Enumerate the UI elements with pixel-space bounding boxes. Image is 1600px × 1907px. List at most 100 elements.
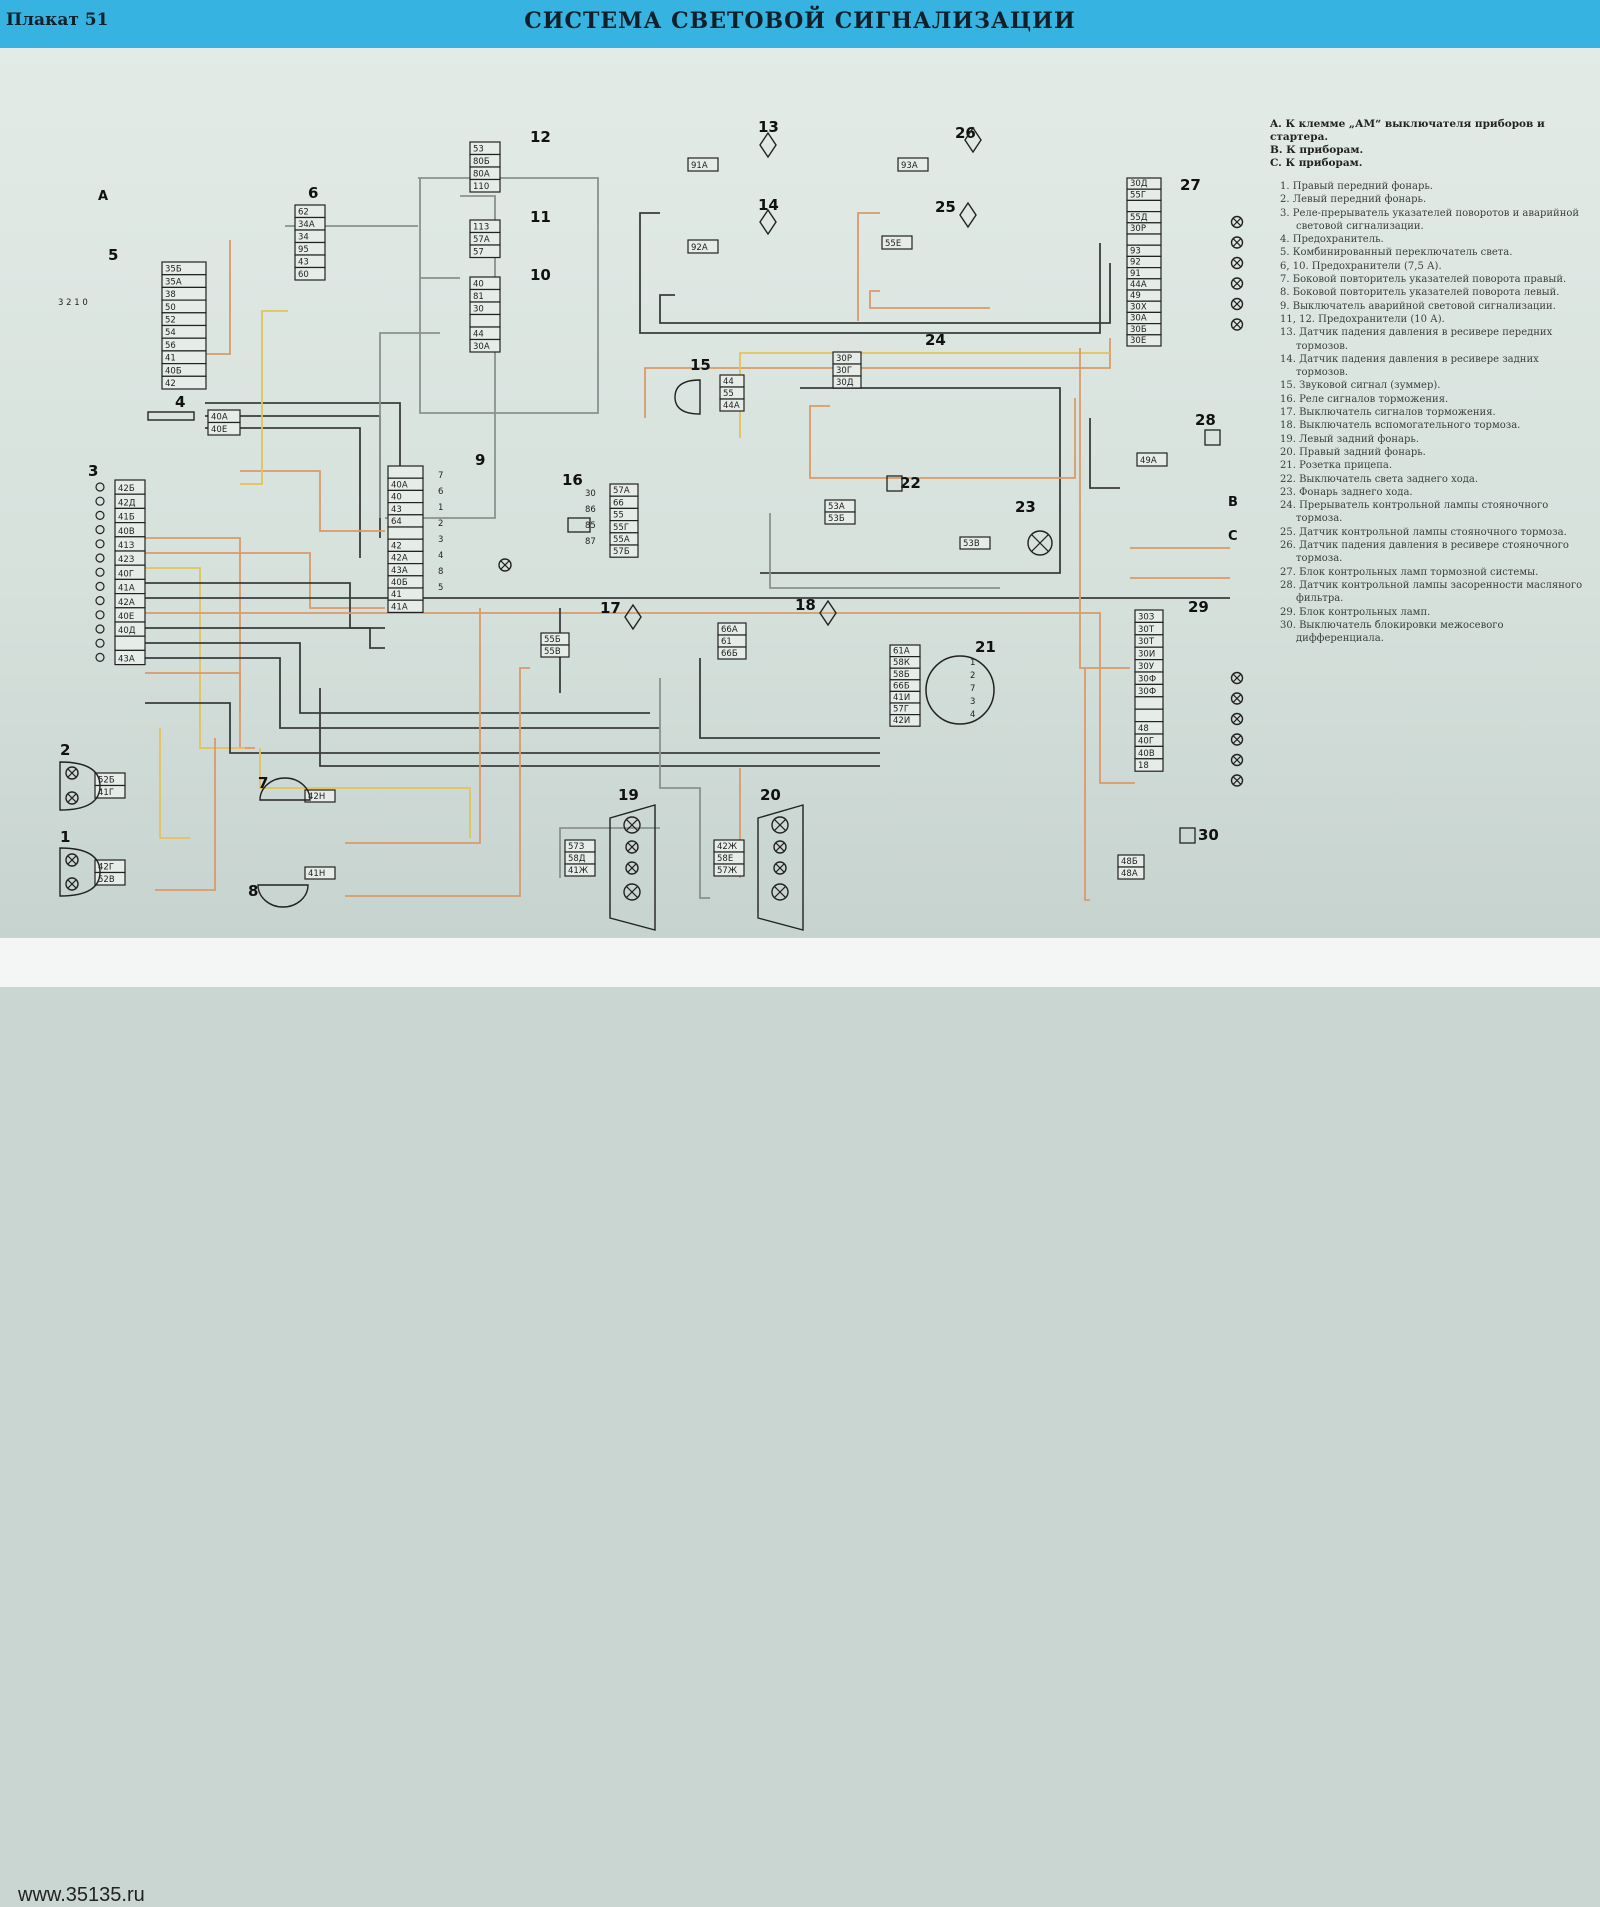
component-number: 20 — [760, 786, 781, 804]
wire — [659, 678, 710, 899]
pin-label: 55Д — [1130, 213, 1148, 223]
sensor-icon — [1204, 429, 1221, 446]
pin-label: 62 — [298, 208, 309, 218]
pin-box — [1117, 866, 1145, 880]
pin-label: 41З — [118, 541, 134, 551]
pin-label: 57А — [613, 486, 630, 496]
pin-label: 43 — [391, 505, 402, 515]
pin-label: 41 — [391, 590, 402, 600]
lamp-icon — [65, 877, 79, 891]
terminal-icon — [95, 482, 105, 492]
wire — [644, 338, 1111, 418]
wire — [159, 728, 190, 839]
lamp-cross — [1232, 694, 1242, 703]
pin-label: 80Б — [473, 157, 490, 167]
component-number: 22 — [900, 474, 921, 492]
wire — [869, 290, 990, 309]
pin-label: 92А — [691, 243, 708, 253]
terminal-number: 4 — [438, 551, 443, 561]
pin-label: 93А — [901, 161, 918, 171]
component-number: 21 — [975, 638, 996, 656]
component-number: 5 — [108, 246, 118, 264]
wire — [1084, 668, 1090, 901]
pin-box — [94, 871, 126, 886]
wire — [145, 672, 241, 713]
pin-label: 66Б — [893, 681, 910, 691]
terminal-number: 2 — [438, 519, 443, 529]
pin-box — [294, 266, 326, 281]
pin-label: 57Ж — [717, 866, 737, 876]
lamp-cross — [1232, 299, 1242, 309]
pin-label: 30А — [1130, 314, 1147, 324]
trailer-socket-icon — [925, 655, 995, 725]
wire — [769, 513, 1000, 589]
pin-label: 30А — [473, 342, 490, 352]
socket-contact: 7 — [970, 684, 975, 694]
wire — [145, 642, 650, 714]
lamp-icon — [1230, 277, 1244, 290]
pin-label: 92 — [1130, 258, 1141, 268]
terminal-icon — [95, 638, 105, 648]
component-number: 28 — [1195, 411, 1216, 429]
pin-label: 40 — [473, 280, 484, 290]
pin-label: 55А — [613, 535, 630, 545]
pin-label: 49А — [1140, 456, 1157, 466]
lamp-cross — [1232, 258, 1242, 268]
wire — [205, 240, 231, 355]
terminal-number: 7 — [438, 471, 443, 481]
lamp-cross — [67, 793, 77, 803]
component-number: 8 — [248, 882, 258, 900]
headlamp-icon — [59, 847, 101, 897]
lamp-icon — [1027, 530, 1053, 556]
pin-box — [387, 465, 424, 479]
legend-item: 26. Датчик падения давления в ресивере с… — [1280, 540, 1569, 565]
pin-label: 40Г — [118, 569, 134, 579]
lamp-icon — [1230, 753, 1244, 767]
pressure-sensor-icon — [759, 208, 777, 236]
pin-label: 30Т — [1138, 625, 1155, 635]
pin-label: 95 — [298, 245, 309, 255]
wire — [639, 212, 1101, 334]
legend-item: 23. Фонарь заднего хода. — [1280, 486, 1413, 498]
pin-box — [540, 644, 570, 658]
pin-label: 34 — [298, 233, 309, 243]
legend-item: 4. Предохранитель. — [1280, 234, 1384, 246]
lamp-cross — [67, 879, 77, 889]
buzzer-icon — [674, 379, 701, 415]
pin-label: 18 — [1138, 761, 1149, 771]
component-number: 23 — [1015, 498, 1036, 516]
pin-box — [114, 649, 146, 666]
pin-label: 49 — [1130, 291, 1141, 301]
pin-box — [609, 544, 639, 558]
lamp-cross — [627, 863, 637, 873]
pin-label: 53В — [963, 539, 980, 549]
pin-label: 56 — [165, 341, 176, 351]
pin-label: 41Б — [118, 513, 135, 523]
legend-item: 29. Блок контрольных ламп. — [1280, 606, 1431, 618]
lamp-cross — [1031, 534, 1049, 552]
terminal-number: 30 — [585, 489, 596, 499]
wire — [739, 352, 1110, 438]
pin-label: 30У — [1138, 662, 1155, 672]
pin-box — [207, 421, 241, 436]
pin-label: 41 — [165, 354, 176, 364]
pin-label: 30Б — [1130, 325, 1147, 335]
wire — [240, 310, 288, 485]
wire — [1089, 418, 1120, 489]
pin-label: 40А — [391, 480, 408, 490]
pin-label: 30Р — [836, 354, 852, 364]
pin-label: 30Т — [1138, 637, 1155, 647]
lamp-cross — [1232, 755, 1242, 765]
lamp-icon — [625, 840, 639, 854]
pin-label: 55 — [723, 389, 734, 399]
pin-box — [881, 235, 913, 250]
wire — [205, 427, 361, 558]
legend-items: 1. Правый передний фонарь.2. Левый перед… — [1270, 180, 1590, 645]
pin-label: 42И — [893, 716, 910, 726]
ref-b: B. К приборам. — [1270, 144, 1364, 156]
